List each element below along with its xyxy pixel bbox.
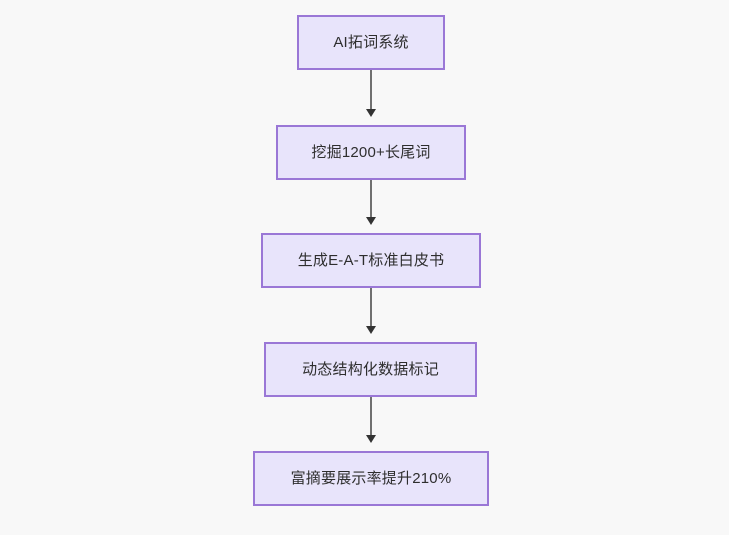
edge-line [370, 397, 372, 436]
arrowhead-icon [366, 326, 376, 334]
edge-line [370, 180, 372, 218]
flow-node-longtail-mining[interactable]: 挖掘1200+长尾词 [276, 125, 466, 180]
edge-line [370, 288, 372, 327]
flow-node-eat-whitepaper[interactable]: 生成E-A-T标准白皮书 [261, 233, 481, 288]
flow-node-rich-snippet-result[interactable]: 富摘要展示率提升210% [253, 451, 489, 506]
flow-node-ai-keyword-system[interactable]: AI拓词系统 [297, 15, 445, 70]
flow-node-structured-data-markup[interactable]: 动态结构化数据标记 [264, 342, 477, 397]
arrowhead-icon [366, 435, 376, 443]
arrowhead-icon [366, 217, 376, 225]
arrowhead-icon [366, 109, 376, 117]
edge-line [370, 70, 372, 110]
